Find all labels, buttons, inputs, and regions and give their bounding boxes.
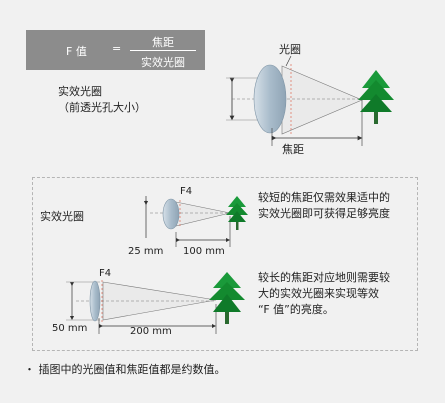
formula-denominator: 实效光圈: [141, 56, 185, 69]
short-tree-icon: [226, 196, 248, 230]
tree-icon: [358, 70, 394, 124]
long-lens: [89, 280, 101, 322]
comparison-panel: [32, 177, 418, 351]
formula-lhs: F 值: [66, 45, 87, 58]
short-aperture-value: 25 mm: [128, 246, 164, 257]
effective-aperture-title: 实效光圈: [58, 85, 102, 98]
light-cone: [281, 65, 363, 135]
short-f-label: F4: [180, 186, 193, 197]
aperture-leader-line: [285, 55, 292, 67]
f-number-formula: F 值 = 焦距 实效光圈: [26, 30, 205, 70]
short-light-cone: [175, 201, 231, 227]
long-light-cone: [102, 281, 217, 321]
long-aperture-value: 50 mm: [52, 323, 88, 334]
formula-numerator: 焦距: [152, 36, 174, 49]
aperture-label: 光圈: [279, 43, 301, 56]
focal-length-label: 焦距: [282, 143, 304, 156]
short-focal-value: 100 mm: [183, 246, 225, 257]
long-f-label: F4: [99, 268, 112, 279]
short-focal-diagram: [143, 196, 248, 247]
short-caption-line-1: 较短的焦距仅需效果适中的: [258, 191, 390, 204]
formula-fraction-line: [130, 50, 196, 51]
long-focal-diagram: [66, 272, 245, 334]
comparison-title: 实效光圈: [40, 210, 84, 223]
short-lens: [162, 198, 180, 230]
long-caption-line-3: “F 值”的亮度。: [258, 303, 334, 316]
short-caption-line-2: 实效光圈即可获得足够亮度: [258, 207, 390, 220]
footnote: ・ 插图中的光圈值和焦距值都是约数值。: [24, 363, 226, 376]
formula-equals: =: [112, 42, 122, 55]
long-tree-icon: [209, 272, 245, 324]
long-caption-line-2: 大的实效光圈来实现等效: [258, 287, 379, 300]
long-focal-value: 200 mm: [130, 326, 172, 337]
lens: [253, 64, 287, 134]
effective-aperture-note: （前透光孔大小）: [58, 101, 146, 114]
top-diagram: [226, 55, 394, 146]
long-caption-line-1: 较长的焦距对应地则需要较: [258, 271, 390, 284]
